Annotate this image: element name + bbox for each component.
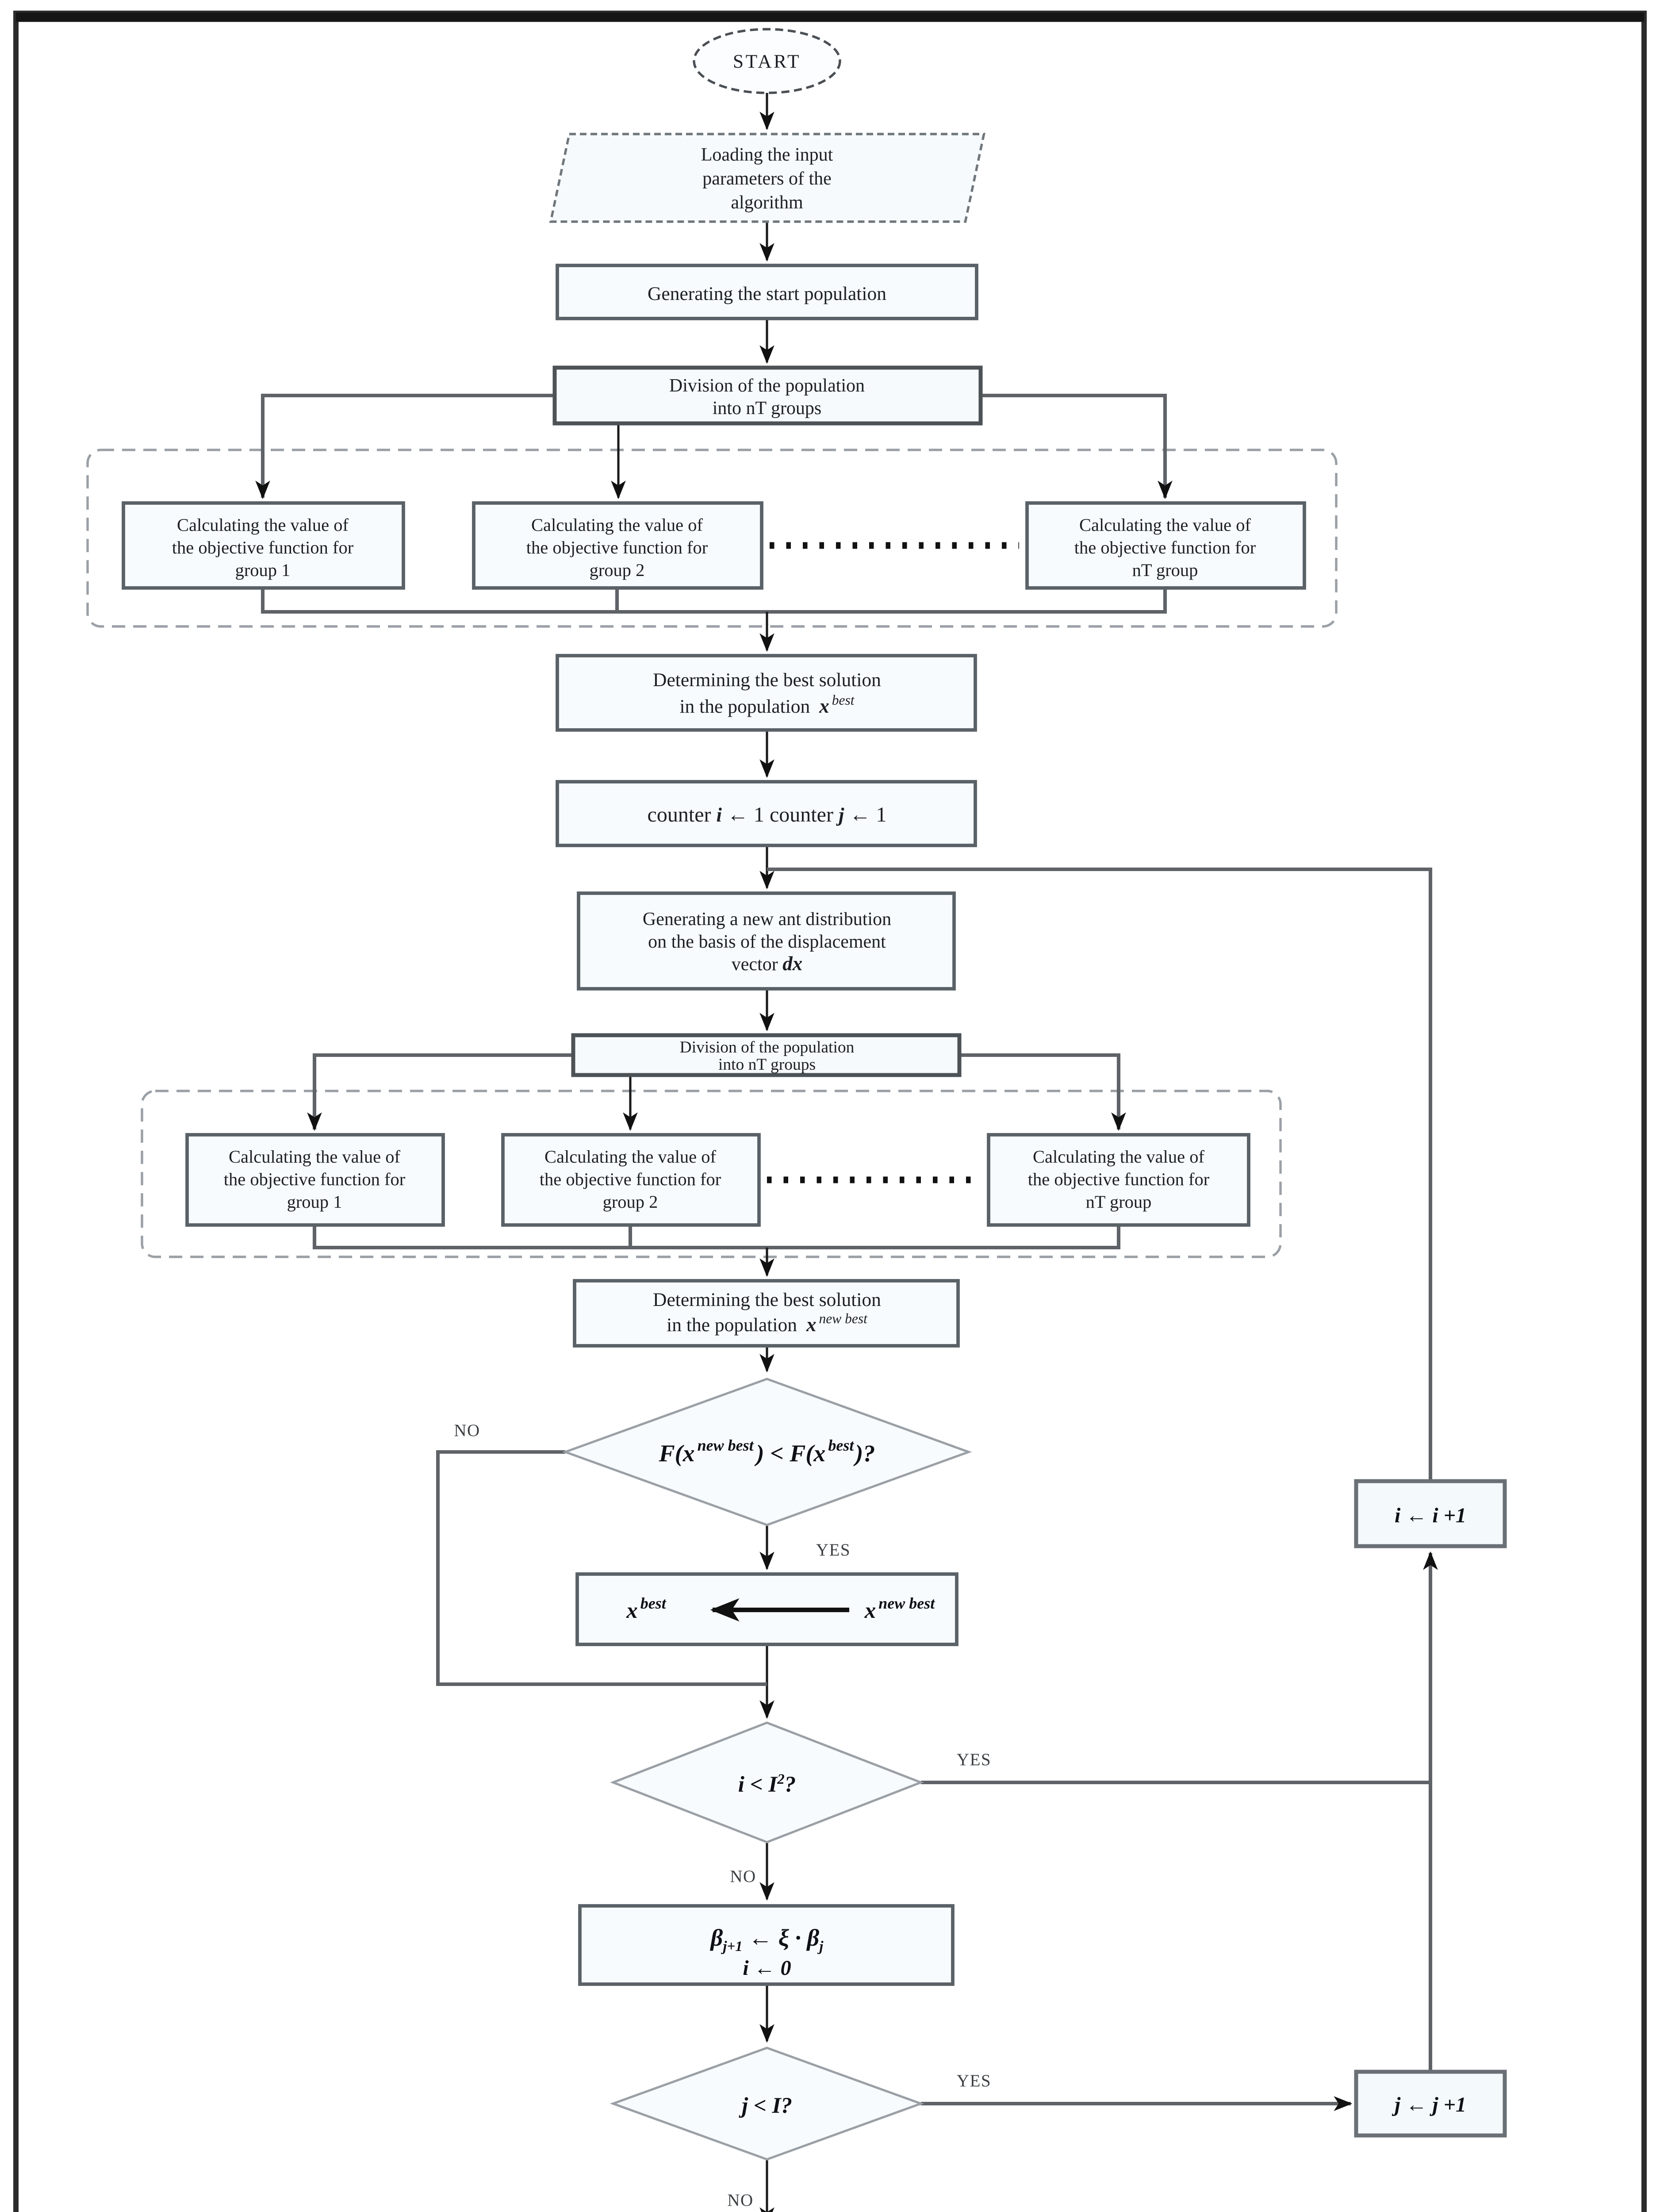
- beta-line2: i ← 0: [743, 1956, 791, 1980]
- division-process-2: [571, 1033, 962, 1077]
- counter-process: [556, 780, 977, 847]
- start-terminator: [693, 28, 841, 94]
- i-yes-label: YES: [957, 1750, 991, 1769]
- calc-group2-row1: [472, 501, 763, 590]
- calc2r2-line2: the objective function for: [540, 1169, 721, 1189]
- genant-line2: on the basis of the displacement: [648, 932, 886, 952]
- increment-j-label: j ← j +1: [1392, 2093, 1466, 2116]
- increment-i-process: [1354, 1479, 1507, 1548]
- dashed-group-container-1: [86, 449, 1338, 628]
- gen-population-process: [556, 264, 978, 320]
- connector-div2-to-group3: [959, 1053, 1126, 1131]
- division2-line2: into nT groups: [718, 1056, 816, 1074]
- division1-line2: into nT groups: [713, 398, 822, 419]
- i-condition-label: i < I2?: [738, 1771, 796, 1797]
- calc-groupnT-row2: [987, 1133, 1250, 1227]
- calc3r2-line2: the objective function for: [1028, 1169, 1210, 1189]
- f-decision-diamond: [562, 1378, 972, 1526]
- det1-line1: Determining the best solution: [653, 669, 881, 691]
- connector-div2-to-group1: [307, 1053, 573, 1131]
- f-yes-label: YES: [816, 1540, 851, 1559]
- calc2r1-line3: group 2: [590, 560, 645, 580]
- calc1r1-line3: group 1: [235, 560, 291, 580]
- det-best-process-1: [556, 654, 977, 732]
- start-label: START: [733, 51, 801, 72]
- calc3r1-line3: nT group: [1132, 560, 1198, 580]
- gen-ant-process: [577, 891, 956, 991]
- calc2r1-line1: Calculating the value of: [531, 515, 703, 535]
- calc-group1-row2: [185, 1133, 445, 1227]
- collector-row2: [312, 1225, 1121, 1250]
- det2-line1: Determining the best solution: [653, 1289, 881, 1310]
- load-line1: Loading the input: [701, 145, 833, 165]
- load-params-io: [549, 133, 985, 223]
- calc1r1-line1: Calculating the value of: [177, 515, 349, 535]
- calc3r1-line1: Calculating the value of: [1079, 515, 1251, 535]
- calc1r2-line2: the objective function for: [224, 1169, 406, 1189]
- connector-inci-feedback: [767, 867, 1433, 1481]
- calc-group2-row2: [501, 1133, 761, 1227]
- counter-label: counter i ← 1 counter j ← 1: [648, 803, 887, 826]
- connector-div1-to-group1: [255, 393, 555, 499]
- genant-line1: Generating a new ant distribution: [643, 909, 891, 929]
- calc3r2-line3: nT group: [1086, 1192, 1152, 1212]
- page-frame: [13, 11, 1647, 2212]
- j-no-label: NO: [727, 2191, 753, 2210]
- division-process-1: [552, 365, 983, 426]
- j-condition-label: j < I?: [739, 2093, 792, 2118]
- i-no-label: NO: [730, 1867, 756, 1886]
- calc1r2-line1: Calculating the value of: [229, 1147, 401, 1167]
- calc1r2-line3: group 1: [287, 1192, 342, 1212]
- calc2r2-line3: group 2: [603, 1192, 658, 1212]
- calc3r1-line2: the objective function for: [1074, 538, 1256, 557]
- j-yes-label: YES: [957, 2071, 991, 2090]
- genant-line3: vector dx: [732, 952, 802, 975]
- calc2r1-line2: the objective function for: [526, 538, 708, 557]
- division2-line1: Division of the population: [680, 1038, 855, 1056]
- connector-f-no-bypass: [436, 1450, 767, 1686]
- collector-row1: [261, 588, 1167, 614]
- i-decision-diamond: [610, 1721, 924, 1843]
- calc-groupnT-row1: [1025, 501, 1306, 590]
- beta-update-process: [578, 1904, 955, 1986]
- f-no-label: NO: [454, 1421, 480, 1440]
- j-decision-diamond: [610, 2047, 924, 2161]
- increment-j-process: [1354, 2070, 1507, 2138]
- increment-i-label: i ← i +1: [1395, 1504, 1466, 1527]
- dashed-group-container-2: [141, 1090, 1282, 1258]
- gen-pop-label: Generating the start population: [648, 283, 886, 304]
- connector-div1-to-group3: [981, 393, 1173, 499]
- calc2r2-line1: Calculating the value of: [544, 1147, 717, 1167]
- beta-line1: βj+1 ← ξ · βj: [710, 1924, 824, 1955]
- calc1r1-line2: the objective function for: [172, 538, 354, 557]
- calc3r2-line1: Calculating the value of: [1033, 1147, 1205, 1167]
- load-line2: parameters of the: [702, 169, 832, 189]
- division1-line1: Division of the population: [669, 376, 865, 396]
- load-line3: algorithm: [731, 192, 803, 213]
- calc-group1-row1: [122, 501, 405, 590]
- det-best-process-2: [573, 1279, 960, 1348]
